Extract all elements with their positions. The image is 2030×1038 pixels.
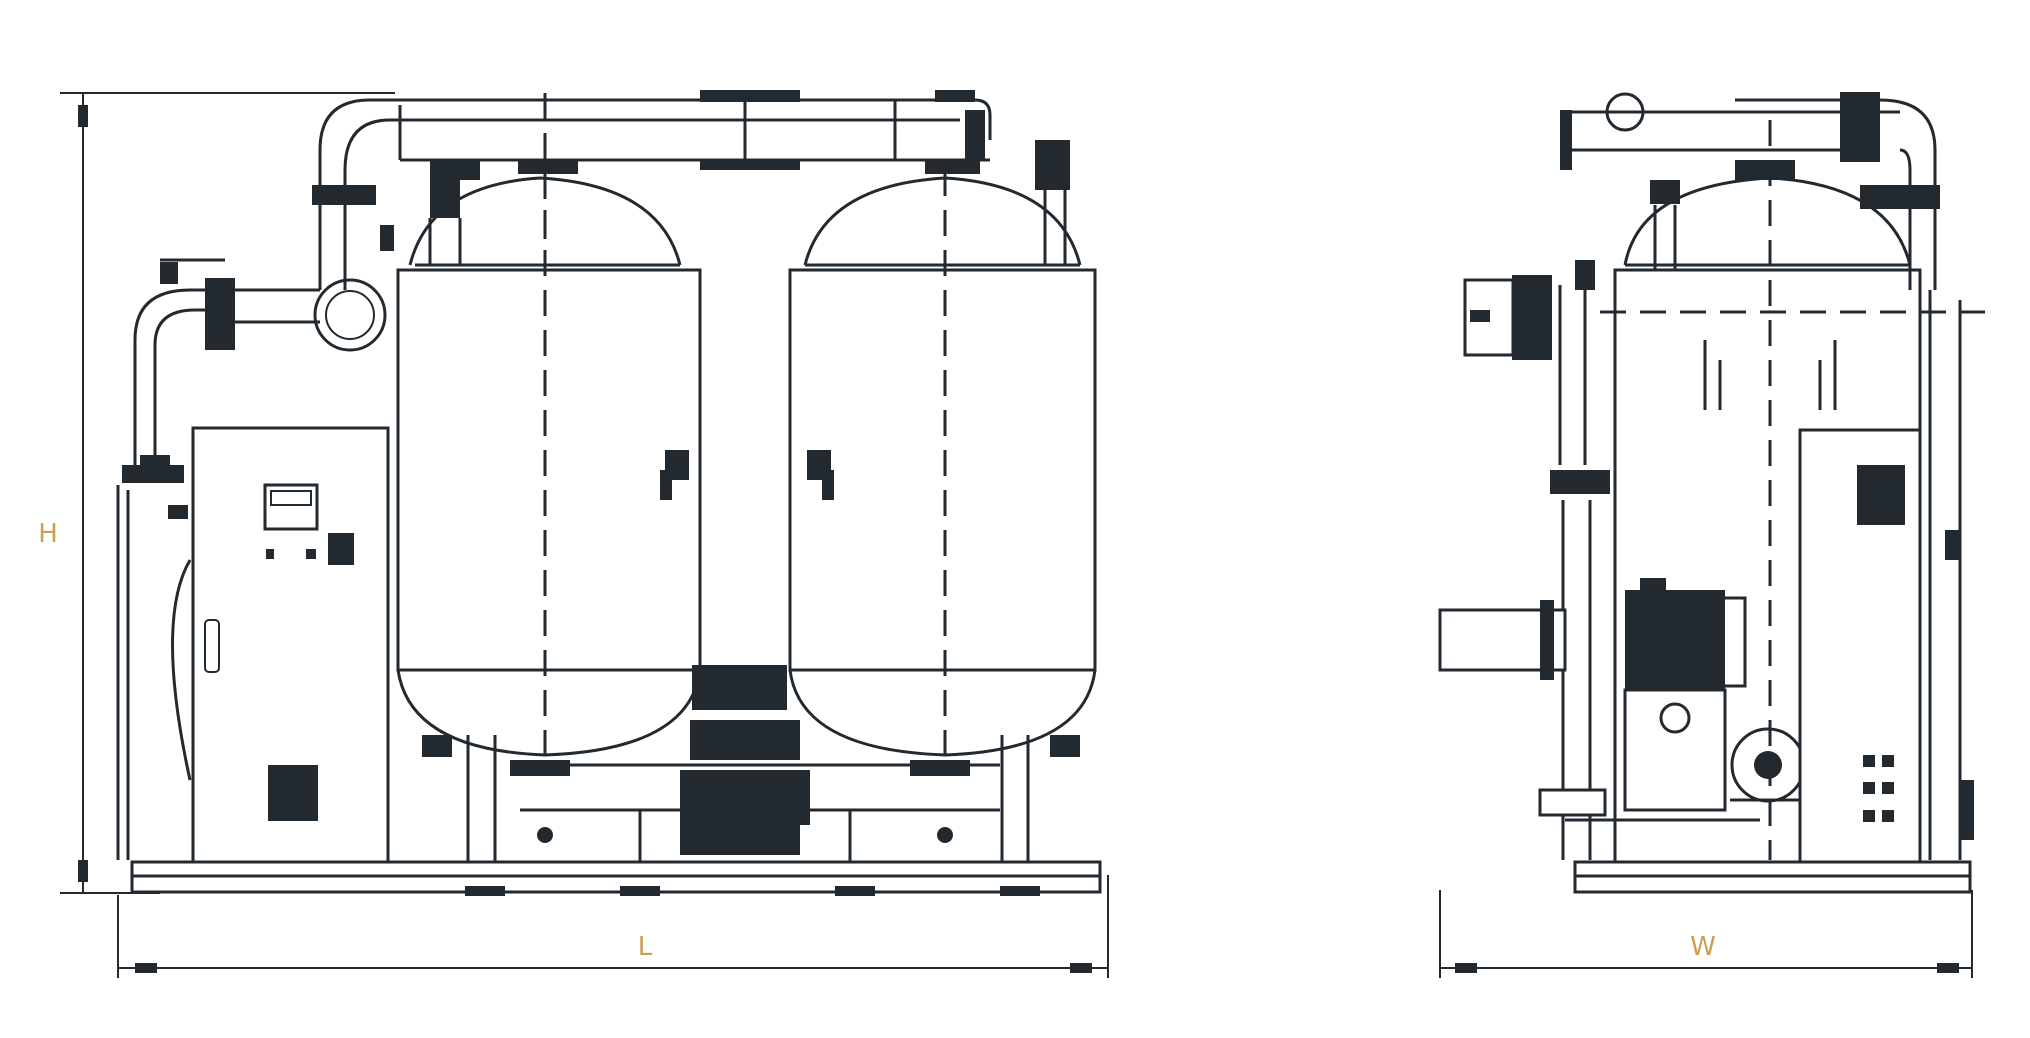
height-label: H [38,519,58,549]
control-cabinet [191,426,390,864]
width-label: W [1690,932,1716,962]
height-dimension: H [38,92,395,894]
length-dimension: L [117,875,1109,978]
inlet-piping [116,258,387,860]
side-view: W [1438,92,1985,978]
side-silencer [1438,260,1610,860]
bottom-valve-block [422,665,1080,862]
front-view: H L [38,90,1109,978]
side-top-piping [1560,92,1940,290]
right-tower [788,140,1097,760]
left-tower [396,170,702,760]
base-frame [130,860,1102,896]
width-dimension: W [1439,890,1973,978]
side-control-panel [1798,290,1974,864]
side-base [1573,860,1972,894]
length-label: L [638,932,653,962]
